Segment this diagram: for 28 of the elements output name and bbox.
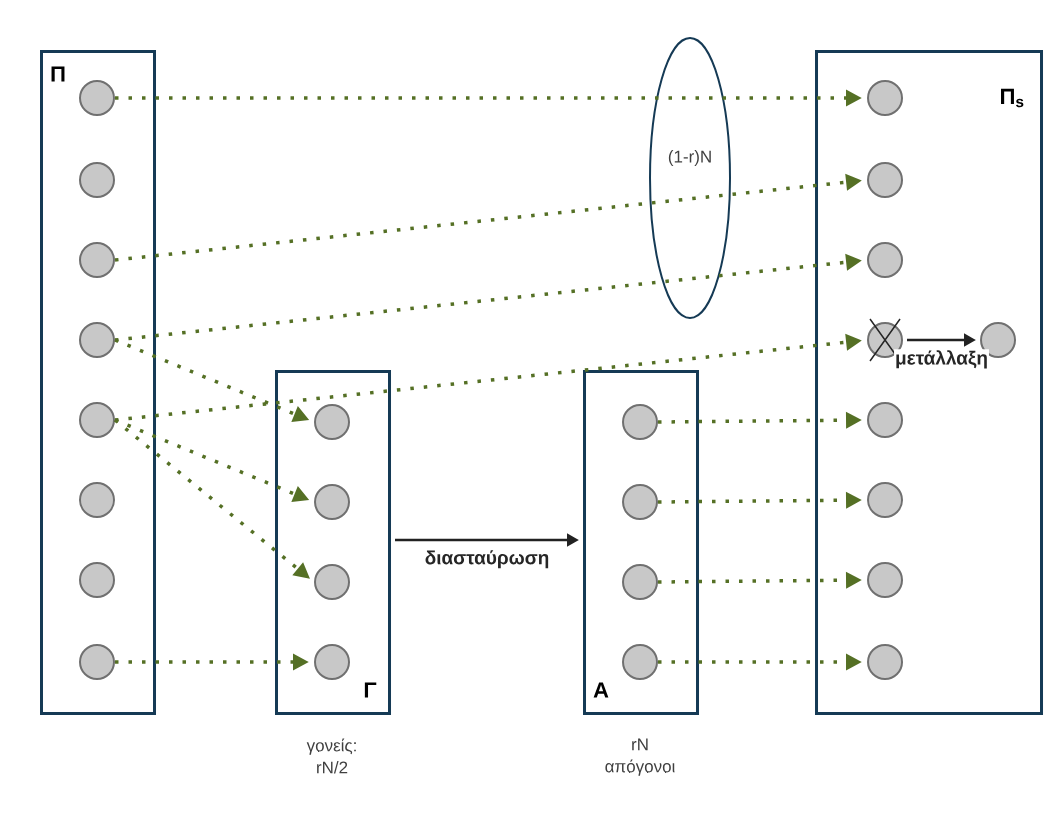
individual-circle [79, 322, 115, 358]
individual-circle [314, 564, 350, 600]
individual-circle [79, 482, 115, 518]
edge-label: μετάλλαξη [894, 349, 989, 370]
individual-circle [79, 562, 115, 598]
individual-circle [867, 402, 903, 438]
individual-circle [867, 482, 903, 518]
individual-circle [867, 80, 903, 116]
individual-circle [79, 242, 115, 278]
node-label: γονείς: rN/2 [306, 738, 356, 774]
individual-circle [867, 562, 903, 598]
node-label: rN απόγονοι [605, 738, 675, 776]
individual-circle [314, 404, 350, 440]
individual-circle [79, 402, 115, 438]
individual-circle [622, 484, 658, 520]
individual-circle [867, 162, 903, 198]
individual-circle [622, 564, 658, 600]
individual-circle [314, 644, 350, 680]
individual-circle [79, 162, 115, 198]
individual-circle [79, 80, 115, 116]
individual-circle [867, 242, 903, 278]
ellipse-label: (1-r)N [668, 150, 711, 166]
edge-label: διασταύρωση [423, 549, 551, 570]
individual-circle [622, 644, 658, 680]
individual-circle [622, 404, 658, 440]
individual-circle [79, 644, 115, 680]
individual-circle [314, 484, 350, 520]
individual-circle [867, 644, 903, 680]
